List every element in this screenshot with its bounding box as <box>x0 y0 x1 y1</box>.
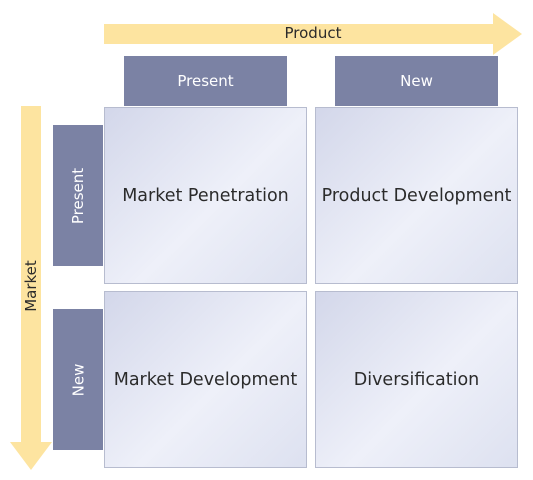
cell-diversification: Diversification <box>315 291 518 468</box>
cell-market-development: Market Development <box>104 291 307 468</box>
column-header-present: Present <box>124 56 287 106</box>
row-header-present-label: Present <box>69 167 87 224</box>
market-axis-label: Market <box>22 260 40 312</box>
right-arrow-icon <box>104 13 522 55</box>
down-arrow-icon <box>10 106 52 470</box>
cell-product-development: Product Development <box>315 107 518 284</box>
column-header-new: New <box>335 56 498 106</box>
product-axis-arrow: Product <box>104 13 522 55</box>
row-header-new-label: New <box>69 363 87 396</box>
product-axis-label: Product <box>284 24 342 42</box>
row-header-present: Present <box>53 125 103 266</box>
cell-market-penetration: Market Penetration <box>104 107 307 284</box>
market-axis-arrow: Market <box>10 106 52 470</box>
row-header-new: New <box>53 309 103 450</box>
